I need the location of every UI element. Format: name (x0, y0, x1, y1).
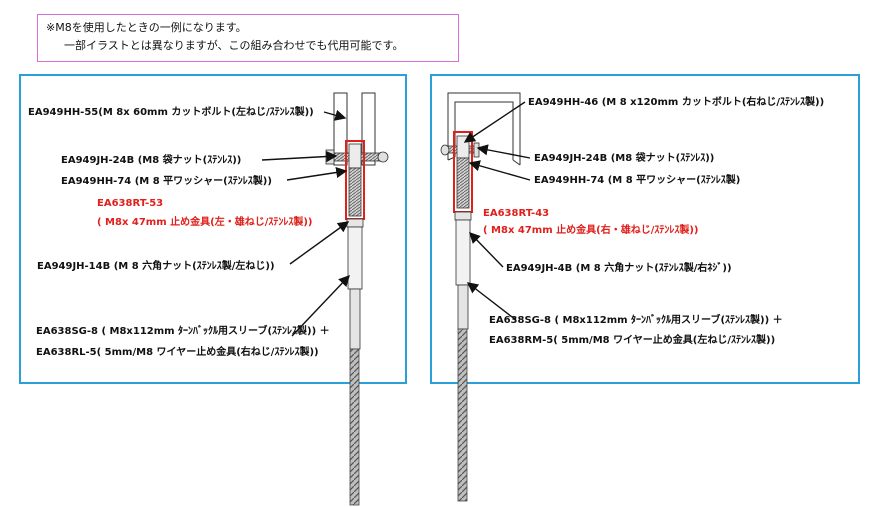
right-nut-label: EA949JH-24B (M8 袋ナット(ｽﾃﾝﾚｽ)) (534, 153, 715, 164)
right-stop-code: EA638RT-43 (483, 208, 550, 219)
left-hex-nut (346, 218, 364, 228)
left-stop-fitting (345, 140, 365, 220)
right-hexnut-label: EA949JH-4B (M 8 六角ナット(ｽﾃﾝﾚｽ製/右ﾈｼﾞ)) (506, 263, 732, 274)
note-line-2: 一部イラストとは異なりますが、この組み合わせでも代用可能です。 (64, 39, 404, 52)
right-leader-lines (463, 101, 531, 321)
right-bolt-label: EA949HH-46 (M 8 x120mm カットボルト(右ねじ/ｽﾃﾝﾚｽ製… (528, 97, 825, 108)
note-box: ※M8を使用したときの一例になります。 一部イラストとは異なりますが、この組み合… (37, 14, 459, 62)
right-sleeve-label: EA638SG-8 ( M8x112mm ﾀｰﾝﾊﾞｯｸﾙ用スリーブ(ｽﾃﾝﾚｽ… (489, 315, 783, 326)
left-wire-terminal (349, 288, 361, 350)
left-assembly-panel (19, 74, 407, 384)
right-hex-nut (454, 211, 472, 221)
left-wire-rope (349, 348, 360, 506)
right-stop-fitting (453, 131, 473, 213)
left-washer-label: EA949HH-74 (M 8 平ワッシャー(ｽﾃﾝﾚｽ製)) (61, 176, 272, 187)
left-stop-code: EA638RT-53 (97, 198, 164, 209)
right-wire-label: EA638RM-5( 5mm/M8 ワイヤー止め金具(左ねじ/ｽﾃﾝﾚｽ製)) (489, 335, 776, 346)
right-clevis (447, 92, 521, 166)
right-wire-terminal (457, 284, 469, 330)
right-wire-rope (457, 328, 468, 502)
right-assembly-panel (430, 74, 860, 384)
left-sleeve-label: EA638SG-8 ( M8x112mm ﾀｰﾝﾊﾞｯｸﾙ用スリーブ(ｽﾃﾝﾚｽ… (36, 326, 330, 337)
left-clevis (333, 92, 376, 166)
left-stop-desc: ( M8x 47mm 止め金具(左・雄ねじ/ｽﾃﾝﾚｽ製)) (97, 217, 313, 228)
left-leader-lines (261, 109, 350, 337)
left-sleeve (347, 226, 363, 290)
right-sleeve (455, 219, 471, 286)
left-wire-label: EA638RL-5( 5mm/M8 ワイヤー止め金具(右ねじ/ｽﾃﾝﾚｽ製)) (36, 347, 319, 358)
left-nut-label: EA949JH-24B (M8 袋ナット(ｽﾃﾝﾚｽ)) (61, 155, 242, 166)
left-bolt-label: EA949HH-55(M 8x 60mm カットボルト(左ねじ/ｽﾃﾝﾚｽ製)) (28, 107, 314, 118)
note-line-1: ※M8を使用したときの一例になります。 (46, 21, 247, 34)
left-hexnut-label: EA949JH-14B (M 8 六角ナット(ｽﾃﾝﾚｽ製/左ねじ)) (37, 261, 275, 272)
right-stop-desc: ( M8x 47mm 止め金具(右・雄ねじ/ｽﾃﾝﾚｽ製)) (483, 225, 699, 236)
right-washer-label: EA949HH-74 (M 8 平ワッシャー(ｽﾃﾝﾚｽ製) (534, 175, 741, 186)
